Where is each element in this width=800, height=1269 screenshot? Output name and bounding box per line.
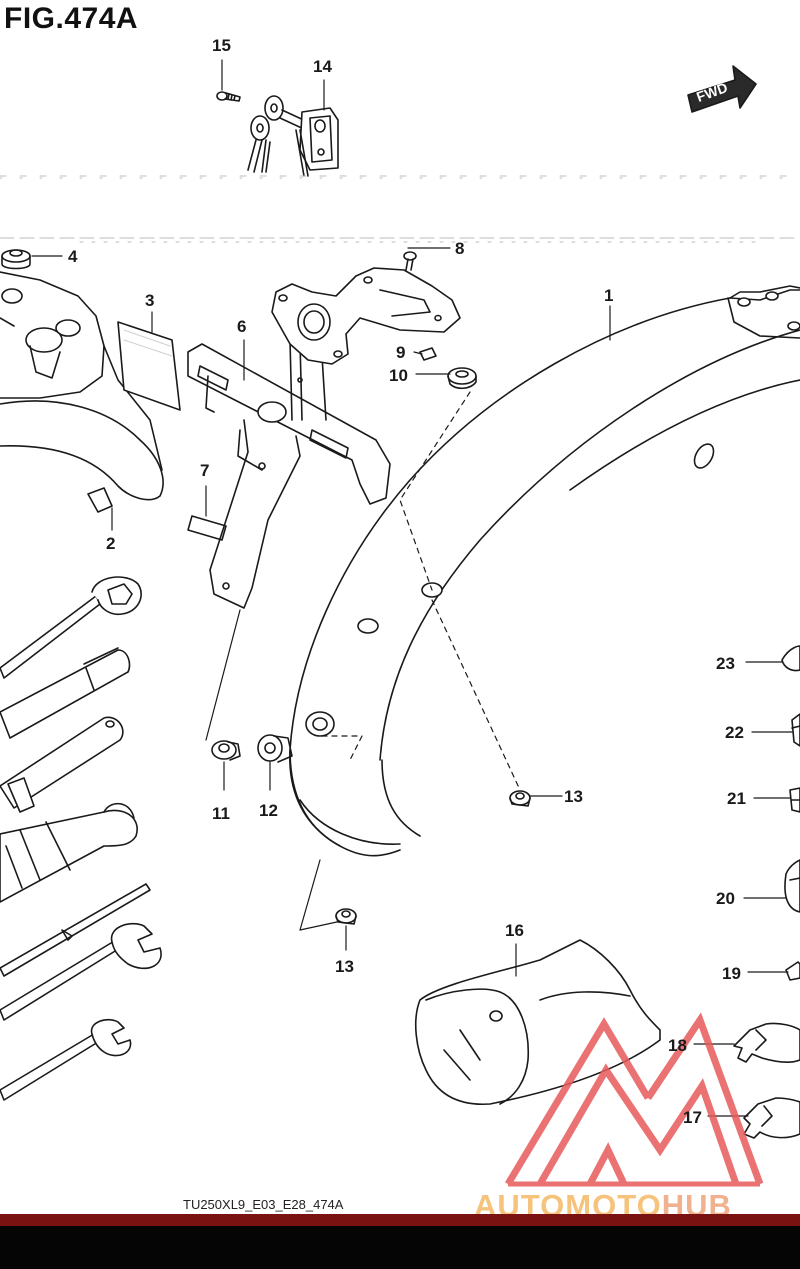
watermark-logo — [504, 1012, 764, 1187]
part-23-shape — [781, 645, 800, 672]
bottom-band — [0, 1214, 800, 1226]
tool-bag-16-shape — [414, 939, 661, 1106]
callout-12: 12 — [259, 801, 278, 820]
nut-13-lower-shape — [335, 908, 357, 925]
callout-11: 11 — [212, 804, 230, 823]
callout-3: 3 — [145, 291, 155, 310]
callout-2: 2 — [106, 534, 116, 553]
bracket-6-shape — [187, 339, 391, 609]
cushion-12-shape — [257, 734, 293, 763]
callout-19: 19 — [722, 964, 741, 983]
callout-16: 16 — [505, 921, 524, 940]
figure-title: FIG.474A — [4, 2, 139, 35]
callout-9: 9 — [396, 343, 406, 362]
cushion-9-shape — [419, 347, 437, 361]
callout-13-lower: 13 — [335, 957, 354, 976]
grommet-4-shape — [1, 249, 31, 270]
callout-13-upper: 13 — [564, 787, 583, 806]
callout-10: 10 — [389, 366, 408, 385]
front-fender-shape — [0, 271, 164, 501]
callout-1: 1 — [604, 286, 614, 305]
screw-15-shape — [216, 91, 241, 102]
callout-4: 4 — [68, 247, 78, 266]
nut-13-upper-shape — [509, 790, 531, 807]
callout-8: 8 — [455, 239, 465, 258]
part-20-shape — [784, 859, 800, 913]
grommet-10-shape — [447, 367, 477, 390]
callout-17: 17 — [683, 1108, 702, 1127]
tool-kit-shape — [0, 576, 162, 1101]
callout-23: 23 — [716, 654, 735, 673]
callout-6: 6 — [237, 317, 247, 336]
part-21-shape — [789, 787, 800, 813]
callout-14: 14 — [313, 57, 332, 76]
collar-11-shape — [211, 740, 241, 761]
screw-8-shape — [403, 251, 417, 271]
lock-set-14-shape — [247, 95, 339, 177]
plate-8-shape — [271, 267, 461, 365]
callout-20: 20 — [716, 889, 735, 908]
callout-7: 7 — [200, 461, 210, 480]
callout-15: 15 — [212, 36, 231, 55]
rear-fender-1-shape — [289, 285, 800, 857]
wrench-17-shape — [743, 1097, 800, 1139]
callout-18: 18 — [668, 1036, 687, 1055]
pad-3-shape — [117, 321, 181, 411]
part-22-shape — [791, 713, 800, 747]
pad-7-shape — [187, 515, 227, 541]
callout-22: 22 — [725, 723, 744, 742]
pad-2-shape — [87, 487, 113, 513]
wrench-18-shape — [733, 1022, 800, 1063]
part-19-shape — [785, 961, 800, 981]
callout-21: 21 — [727, 789, 746, 808]
fwd-arrow-icon — [687, 65, 757, 113]
bottom-bar — [0, 1226, 800, 1269]
diagram-code: TU250XL9_E03_E28_474A — [183, 1197, 344, 1212]
